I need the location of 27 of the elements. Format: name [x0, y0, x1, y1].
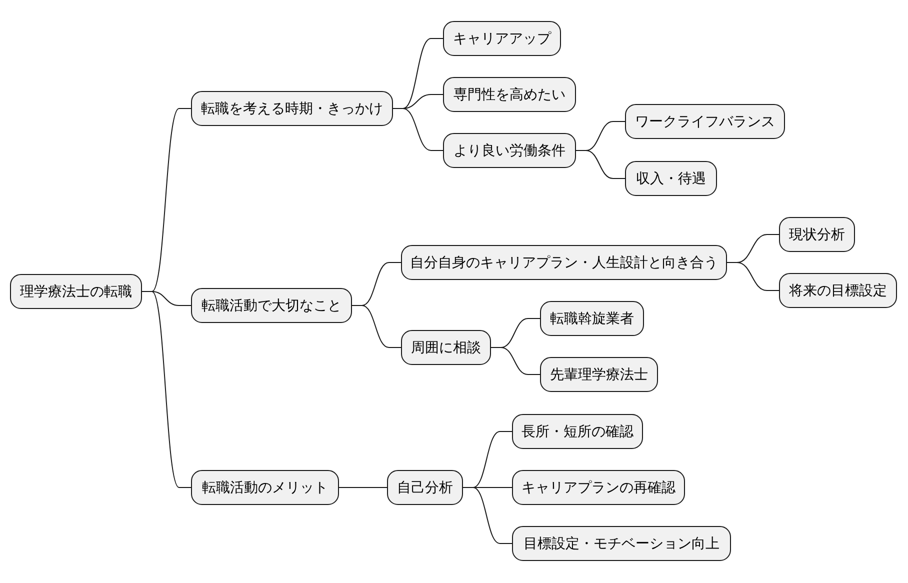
- topic-box: ワークライフバランス: [625, 104, 785, 139]
- topic-box: 転職を考える時期・きっかけ: [191, 91, 393, 126]
- topic-box: 転職斡旋業者: [540, 301, 644, 336]
- connector-line: [338, 487, 388, 488]
- topic-box: 目標設定・モチベーション向上: [512, 526, 731, 561]
- connector-line: [490, 347, 540, 375]
- topic-box: より良い労働条件: [443, 133, 576, 168]
- connector-line: [352, 305, 402, 348]
- topic-box: 収入・待遇: [625, 161, 717, 196]
- topic-box: 転職活動で大切なこと: [191, 288, 352, 323]
- topic-box: 理学療法士の転職: [10, 274, 142, 309]
- connector-line: [462, 487, 512, 544]
- connector-line: [392, 108, 444, 151]
- topic-box: 自分自身のキャリアプラン・人生設計と向き合う: [401, 245, 727, 280]
- topic-box: 現状分析: [779, 217, 855, 252]
- connector-line: [726, 262, 780, 291]
- topic-box: キャリアアップ: [443, 21, 561, 56]
- topic-box: 長所・短所の確認: [512, 414, 643, 449]
- topic-box: 周囲に相談: [401, 330, 491, 365]
- topic-box: 専門性を高めたい: [443, 77, 576, 112]
- topic-box: キャリアプランの再確認: [512, 470, 685, 505]
- topic-box: 転職活動のメリット: [191, 470, 339, 505]
- connector-line: [142, 291, 192, 488]
- connector-line: [576, 150, 626, 179]
- topic-box: 自己分析: [387, 470, 463, 505]
- topic-box: 将来の目標設定: [779, 273, 897, 308]
- topic-box: 先輩理学療法士: [540, 357, 658, 392]
